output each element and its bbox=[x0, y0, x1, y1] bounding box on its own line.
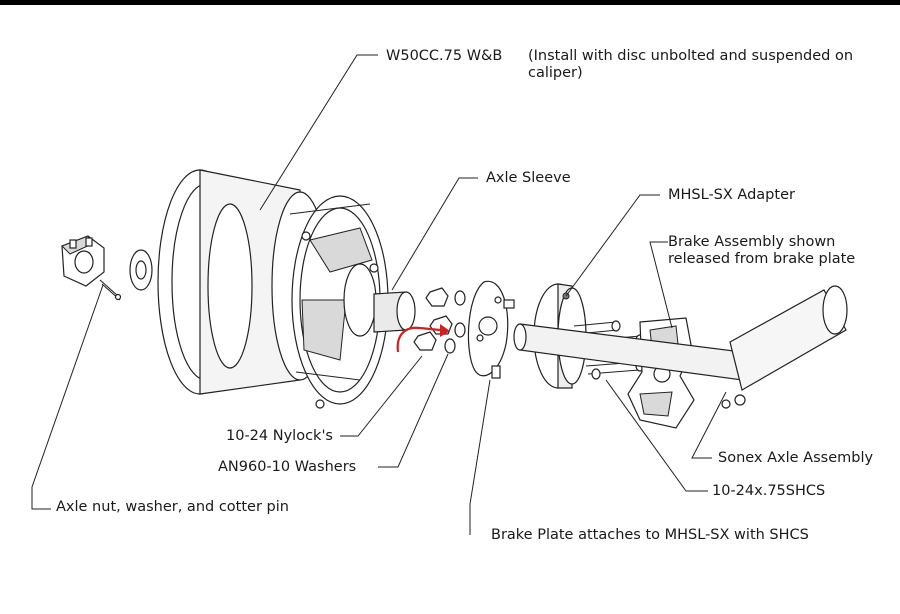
an960-washers bbox=[444, 290, 466, 354]
label-wheel-brake: W50CC.75 W&B bbox=[386, 48, 502, 65]
leader-lines bbox=[31, 54, 727, 535]
install-direction-arrow bbox=[396, 326, 441, 353]
install-direction-arrowhead bbox=[440, 324, 450, 337]
axle-washer bbox=[129, 249, 153, 291]
label-axle-nut: Axle nut, washer, and cotter pin bbox=[56, 499, 289, 515]
label-mhsl-sx-adapter: MHSL-SX Adapter bbox=[668, 187, 795, 203]
label-sonex-axle: Sonex Axle Assembly bbox=[718, 450, 874, 466]
cotter-pin bbox=[99, 279, 122, 301]
label-shcs: 10-24x.75SHCS bbox=[712, 483, 826, 499]
axle-sleeve bbox=[373, 291, 416, 333]
sonex-axle-assembly bbox=[513, 285, 848, 409]
nylock-nuts bbox=[413, 287, 453, 351]
wheel-brake-part-number: W50CC.75 W&B bbox=[386, 48, 503, 64]
brake-plate bbox=[467, 280, 515, 379]
label-nylocks: 10-24 Nylock's bbox=[226, 428, 333, 444]
label-axle-sleeve: Axle Sleeve bbox=[486, 170, 571, 186]
label-wheel-brake-note: (Install with disc unbolted and suspende… bbox=[528, 48, 868, 82]
wheel-brake-install-note: (Install with disc unbolted and suspende… bbox=[528, 48, 854, 81]
top-border-rule bbox=[0, 0, 900, 5]
label-brake-plate: Brake Plate attaches to MHSL-SX with SHC… bbox=[491, 527, 809, 543]
brake-assembly bbox=[627, 317, 695, 429]
label-an960-washers: AN960-10 Washers bbox=[218, 459, 357, 475]
wheel-brake-assembly bbox=[157, 169, 389, 409]
label-brake-assembly: Brake Assembly shown released from brake… bbox=[668, 234, 856, 267]
axle-nut bbox=[61, 235, 105, 287]
